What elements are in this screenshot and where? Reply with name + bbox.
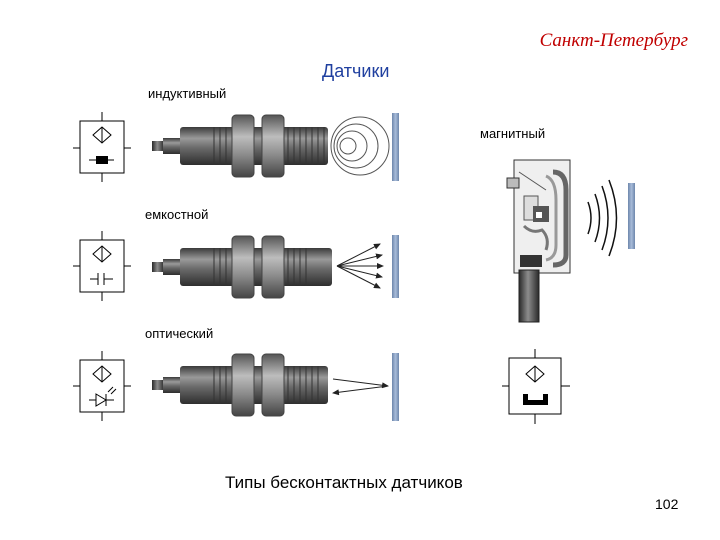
optical-beam: [332, 378, 389, 396]
optical-sensor-body: [152, 353, 328, 417]
capacitive-field-arrows: [336, 243, 384, 289]
label-inductive: индуктивный: [148, 86, 227, 101]
capacitive-symbol: [73, 231, 131, 301]
inductive-target-plate: [392, 113, 399, 181]
magnetic-target-plate: [628, 183, 635, 249]
label-optical: оптический: [145, 326, 214, 341]
inductive-symbol: [73, 112, 131, 182]
label-capacitive: емкостной: [145, 207, 209, 222]
optical-target-plate: [392, 353, 399, 421]
capacitive-sensor-body: [152, 235, 332, 299]
magnetic-field-icon: [587, 179, 618, 257]
inductive-sensor-body: [152, 114, 328, 178]
figure-caption: Типы бесконтактных датчиков: [225, 473, 463, 492]
optical-symbol: [73, 351, 131, 421]
capacitive-target-plate: [392, 235, 399, 298]
inductive-field-icon: [330, 116, 390, 176]
magnetic-symbol: [502, 349, 570, 424]
label-magnetic: магнитный: [480, 126, 546, 141]
slide-title: Датчики: [322, 61, 390, 81]
magnetic-sensor: [506, 159, 571, 323]
city-header: Санкт-Петербург: [539, 30, 688, 51]
page-number: 102: [655, 496, 679, 512]
